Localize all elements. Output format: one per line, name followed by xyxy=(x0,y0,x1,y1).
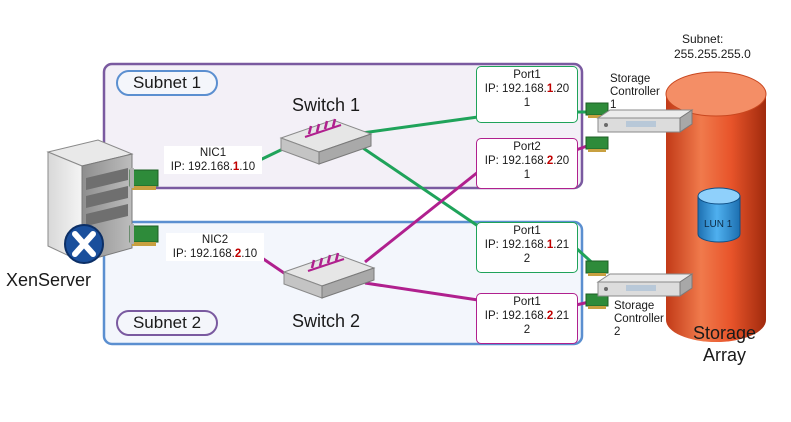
nic-card-icon xyxy=(585,260,609,276)
controller1-label: Storage Controller 1 xyxy=(610,73,660,111)
network-switch-icon xyxy=(279,118,373,165)
nic-card-icon xyxy=(585,293,609,309)
switch1-label: Switch 1 xyxy=(292,95,361,115)
nic1-ip: IP: 192.168.1.10 xyxy=(170,161,256,173)
storage-controller-icon xyxy=(596,273,694,297)
lun-disk-icon xyxy=(697,187,741,243)
link-switch1-port1-c1 xyxy=(361,115,479,135)
port-box-c2-port1-subnet2: Port1 IP: 192.168.2.21 2 xyxy=(476,293,578,344)
nic1-label: NIC1 IP: 192.168.1.10 xyxy=(164,146,262,174)
port-box-c1-port2: Port2 IP: 192.168.2.20 1 xyxy=(476,138,578,189)
port-box-c1-port1: Port1 IP: 192.168.1.20 1 xyxy=(476,66,578,123)
nic-card-icon xyxy=(129,168,159,190)
subnet-mask-label: Subnet: xyxy=(682,32,724,46)
storage-controller-icon xyxy=(596,109,694,133)
controller2-label: Storage Controller 2 xyxy=(614,300,664,338)
nic-card-icon xyxy=(129,224,159,246)
nic2-name: NIC2 xyxy=(201,234,229,246)
xenserver-label: XenServer xyxy=(6,270,92,290)
nic-card-icon xyxy=(585,136,609,152)
lun-label: LUN 1 xyxy=(704,219,733,230)
link-switch2-port1-c2 xyxy=(364,281,479,302)
subnet-mask-value: 255.255.255.0 xyxy=(674,47,751,61)
nic2-ip: IP: 192.168.2.10 xyxy=(172,248,258,260)
subnet-1-pill: Subnet 1 xyxy=(116,70,218,96)
xenserver-x-icon xyxy=(64,224,104,264)
link-nic2-switch2 xyxy=(261,256,288,277)
port-box-c2-port1-subnet1: Port1 IP: 192.168.1.21 2 xyxy=(476,222,578,273)
subnet-2-pill: Subnet 2 xyxy=(116,310,218,336)
nic-card-icon xyxy=(585,102,609,118)
nic1-name: NIC1 xyxy=(199,147,227,159)
link-switch1-port1-c2 xyxy=(359,144,479,228)
network-switch-icon xyxy=(282,252,376,299)
switch2-label: Switch 2 xyxy=(292,311,361,331)
storage-array-label: Storage Array xyxy=(693,323,757,365)
link-switch2-port2-c1 xyxy=(364,170,479,264)
nic2-label: NIC2 IP: 192.168.2.10 xyxy=(166,233,264,261)
